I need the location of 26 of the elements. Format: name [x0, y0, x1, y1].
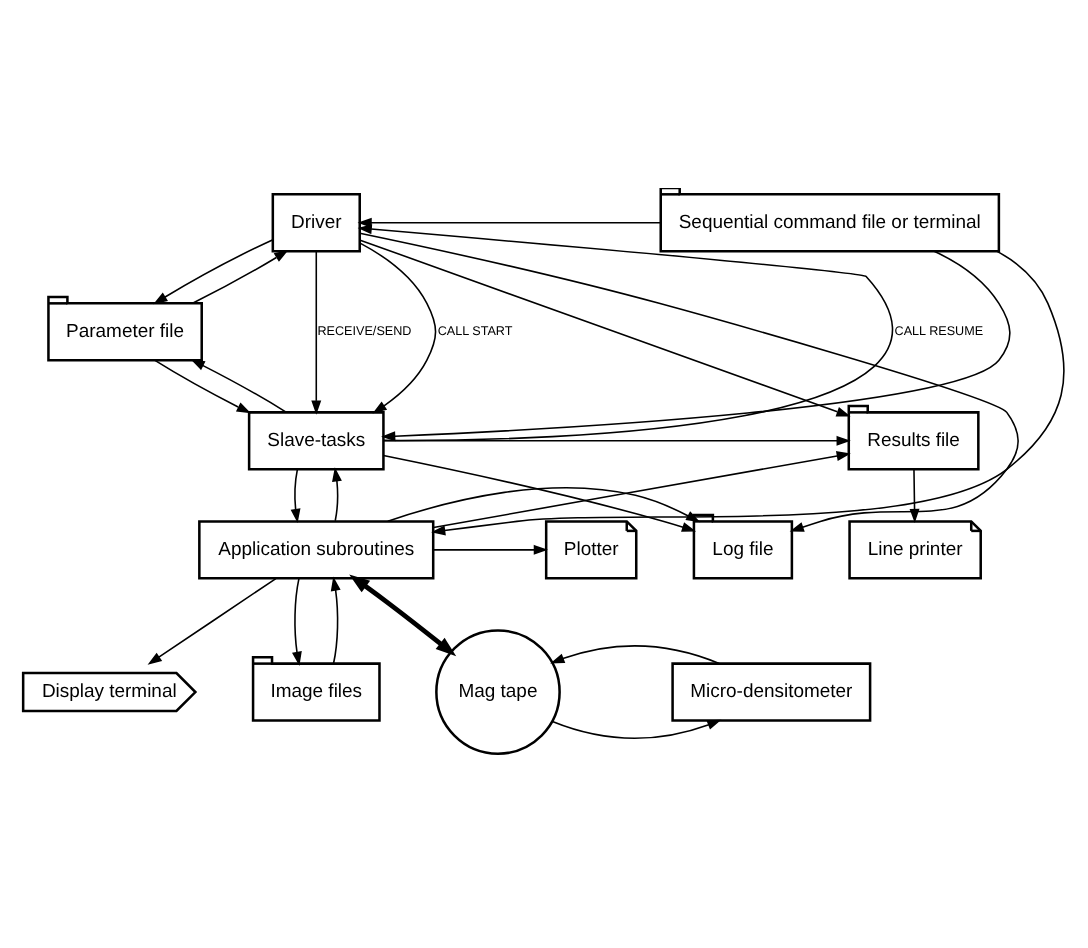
arrow — [330, 576, 341, 665]
arrow — [387, 486, 701, 523]
arrow — [359, 239, 851, 417]
arrow — [292, 578, 302, 666]
node-box: Driver — [271, 193, 361, 253]
node-box: Slave-tasks — [247, 411, 385, 471]
arrow — [383, 435, 851, 446]
arrow — [359, 242, 437, 414]
arrow — [550, 645, 720, 665]
arrow — [311, 250, 322, 415]
arrow — [432, 544, 548, 555]
arrow — [551, 719, 722, 739]
arrow — [332, 467, 342, 522]
arrow — [154, 359, 251, 414]
arrow — [190, 359, 288, 414]
node-box: Micro-densitometer — [671, 662, 872, 722]
arrow — [349, 574, 457, 657]
arrow — [191, 250, 289, 305]
arrow — [357, 217, 662, 228]
arrow — [153, 239, 274, 305]
arrow — [147, 577, 277, 665]
node-box: Application subroutines — [198, 520, 435, 580]
arrow — [381, 250, 1011, 442]
arrow — [290, 468, 301, 524]
arrow — [909, 468, 920, 524]
arrow — [357, 224, 892, 442]
